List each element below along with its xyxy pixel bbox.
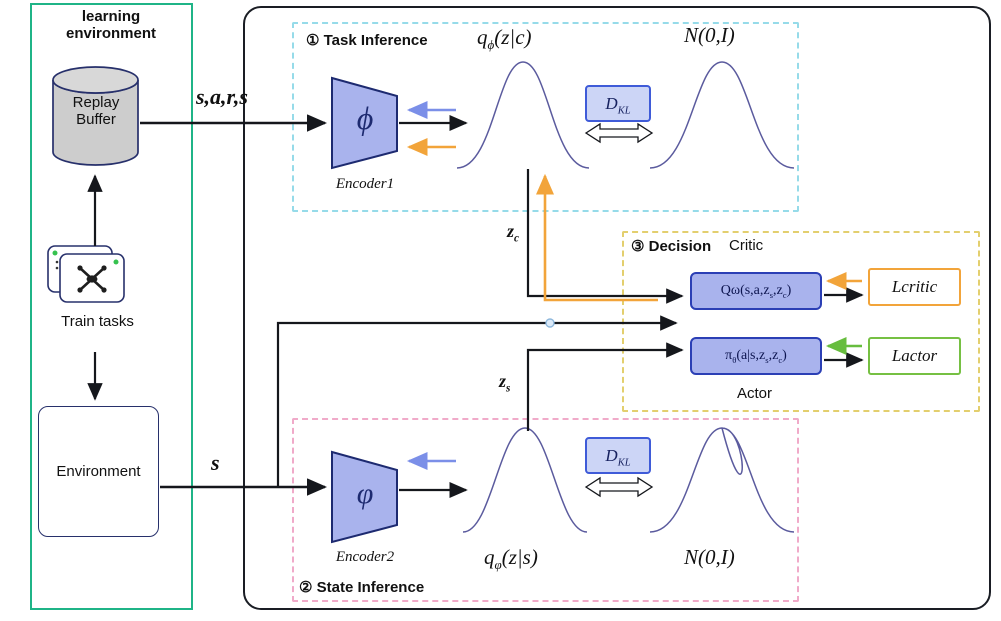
q-function-label: Qω(s,a,zs,zc) bbox=[720, 283, 792, 300]
environment-box: Environment bbox=[38, 406, 159, 537]
learning-environment-title: learning environment bbox=[65, 8, 156, 42]
q-function-box: Qω(s,a,zs,zc) bbox=[690, 272, 822, 310]
state-posterior-label: qφ(z|s) bbox=[484, 545, 538, 573]
encoder1-label: Encoder1 bbox=[335, 176, 395, 192]
dkl-box-state: DKL bbox=[585, 437, 651, 474]
policy-box: πθ(a|s,zs,zc) bbox=[690, 337, 822, 375]
replay-buffer-label: Replay Buffer bbox=[72, 94, 120, 128]
environment-label: Environment bbox=[56, 463, 141, 480]
sars-flow-label: s,a,r,s bbox=[196, 84, 248, 109]
decision-region bbox=[622, 231, 980, 412]
policy-label: πθ(a|s,zs,zc) bbox=[725, 348, 787, 365]
actor-label: Actor bbox=[737, 385, 773, 402]
actor-loss-box: Lactor bbox=[868, 337, 961, 375]
task-prior-label: N(0,I) bbox=[684, 23, 735, 47]
encoder1-symbol: ϕ bbox=[356, 100, 374, 136]
dkl-task-label: DKL bbox=[605, 93, 631, 116]
critic-label: Critic bbox=[729, 237, 764, 254]
task-inference-title: ① Task Inference bbox=[306, 32, 428, 49]
task-posterior-label: qϕ(z|c) bbox=[477, 25, 532, 53]
dkl-box-task: DKL bbox=[585, 85, 651, 122]
zc-label: zc bbox=[507, 221, 519, 245]
state-inference-title: ② State Inference bbox=[299, 579, 425, 596]
critic-loss-label: Lcritic bbox=[891, 277, 938, 296]
encoder2-label: Encoder2 bbox=[335, 549, 395, 565]
critic-loss-box: Lcritic bbox=[868, 268, 961, 306]
zs-label: zs bbox=[499, 371, 511, 395]
decision-title: ③ Decision bbox=[631, 238, 712, 255]
encoder2-symbol: φ bbox=[356, 477, 374, 510]
s-flow-label: s bbox=[211, 450, 220, 475]
train-tasks-label: Train tasks bbox=[61, 313, 134, 330]
state-prior-label: N(0,I) bbox=[684, 545, 735, 569]
actor-loss-label: Lactor bbox=[891, 346, 938, 365]
dkl-state-label: DKL bbox=[605, 445, 631, 468]
